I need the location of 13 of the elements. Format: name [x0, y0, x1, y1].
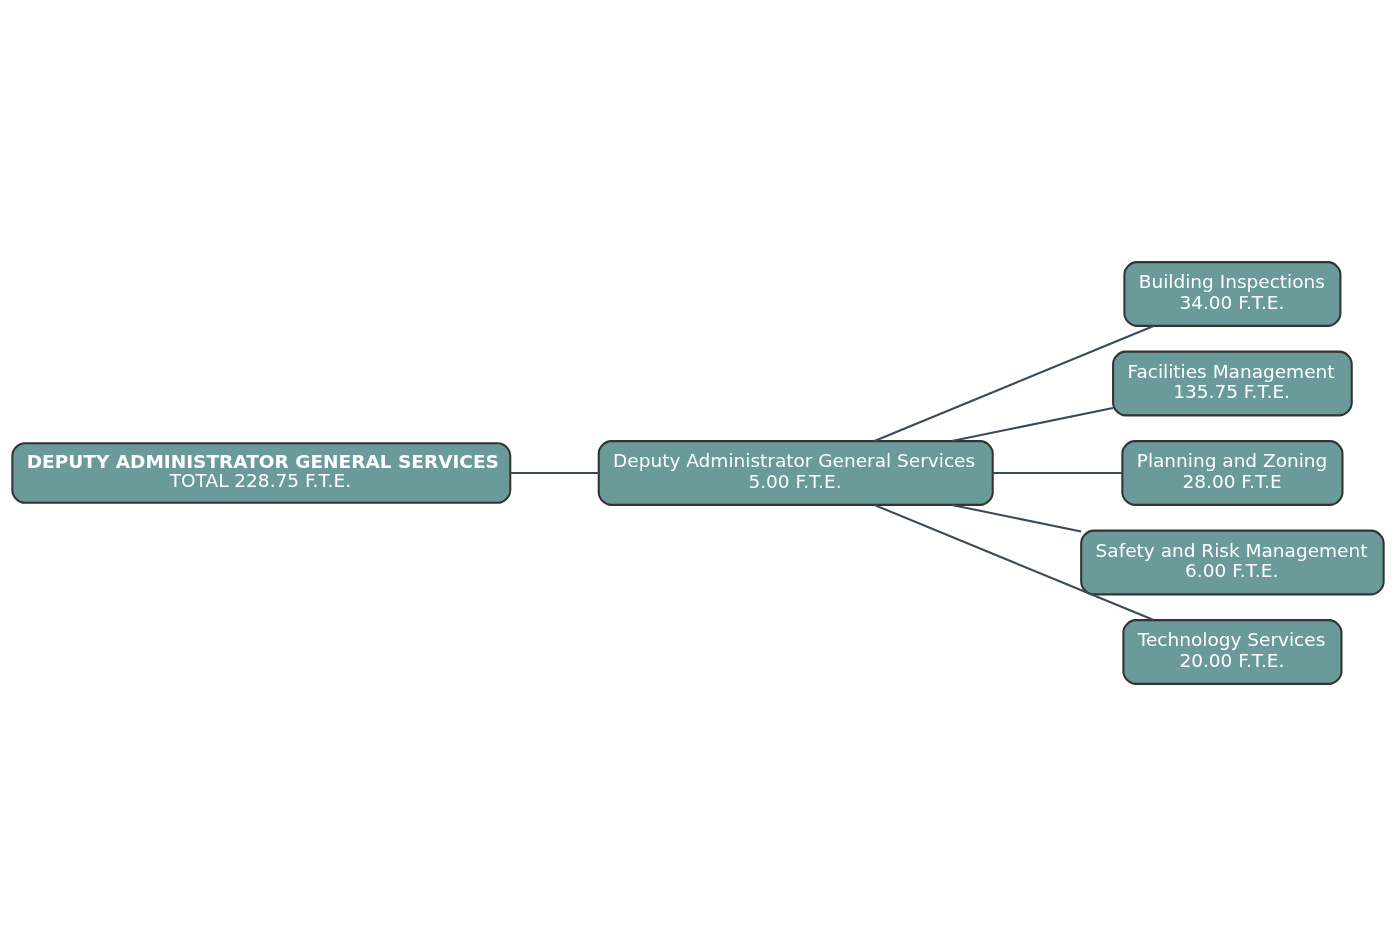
node-box: Technology Services 20.00 F.T.E.	[1122, 619, 1343, 685]
node-box: Facilities Management 135.75 F.T.E.	[1112, 350, 1353, 417]
node-box: DEPUTY ADMINISTRATOR GENERAL SERVICES TOTAL 228.75 F.T.E.	[11, 442, 512, 504]
connector	[951, 406, 1114, 443]
node-box: Planning and Zoning 28.00 F.T.E	[1121, 440, 1344, 506]
connector	[510, 471, 599, 475]
connector	[874, 325, 1155, 442]
node-box: Deputy Administrator General Services 5.00 F.T.E.	[597, 440, 994, 506]
connector	[951, 503, 1082, 533]
node-box: Building Inspections 34.00 F.T.E.	[1123, 261, 1342, 327]
node-box: Safety and Risk Management 6.00 F.T.E.	[1080, 529, 1385, 596]
connector	[874, 504, 1155, 621]
connector	[992, 471, 1123, 475]
